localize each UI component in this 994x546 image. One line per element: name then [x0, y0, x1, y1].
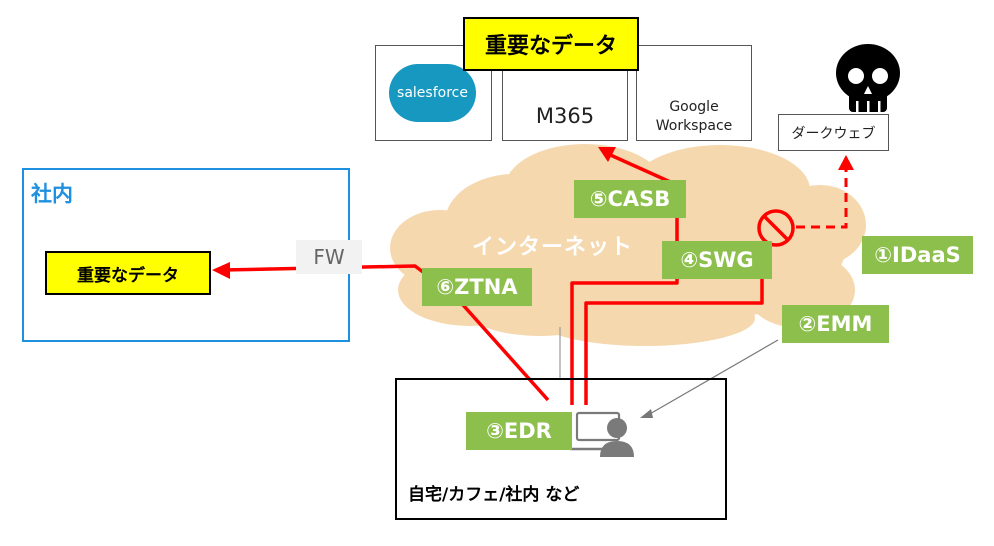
endpoint-location-label: 自宅/カフェ/社内 など	[408, 485, 580, 505]
edr-tag: ③EDR	[466, 412, 572, 450]
endpoint-frame	[395, 378, 727, 520]
casb-arrowhead	[598, 147, 616, 162]
prohibited-icon	[757, 209, 795, 247]
swg-red-path	[584, 265, 764, 405]
darkweb-box: ダークウェブ	[778, 114, 889, 151]
internal-data-box: 重要なデータ	[45, 251, 211, 295]
google-workspace-label-line1: Google	[669, 99, 719, 115]
idaas-tag: ①IDaaS	[862, 236, 973, 274]
emm-pointer-line	[647, 339, 779, 416]
ztna-arrowhead	[212, 262, 230, 279]
google-workspace-label-line2: Workspace	[655, 118, 733, 134]
blocked-dashed-path	[796, 170, 848, 229]
skull-icon	[836, 44, 900, 112]
swg-tag: ④SWG	[662, 241, 772, 279]
cloud-data-box: 重要なデータ	[463, 17, 639, 71]
salesforce-logo: salesforce	[389, 64, 476, 122]
internet-label: インターネット	[472, 235, 634, 260]
fw-label: FW	[296, 240, 362, 274]
google-workspace-tile	[636, 45, 752, 141]
user-laptop-icon	[570, 411, 634, 457]
emm-tag: ②EMM	[782, 305, 889, 343]
casb-tag: ⑤CASB	[574, 180, 686, 218]
casb-red-path	[570, 151, 679, 405]
emm-arrowhead	[640, 409, 653, 418]
ztna-tag: ⑥ZTNA	[422, 268, 532, 306]
darkweb-arrowhead	[838, 155, 854, 170]
m365-label: M365	[535, 104, 595, 128]
internal-title: 社内	[31, 182, 73, 206]
